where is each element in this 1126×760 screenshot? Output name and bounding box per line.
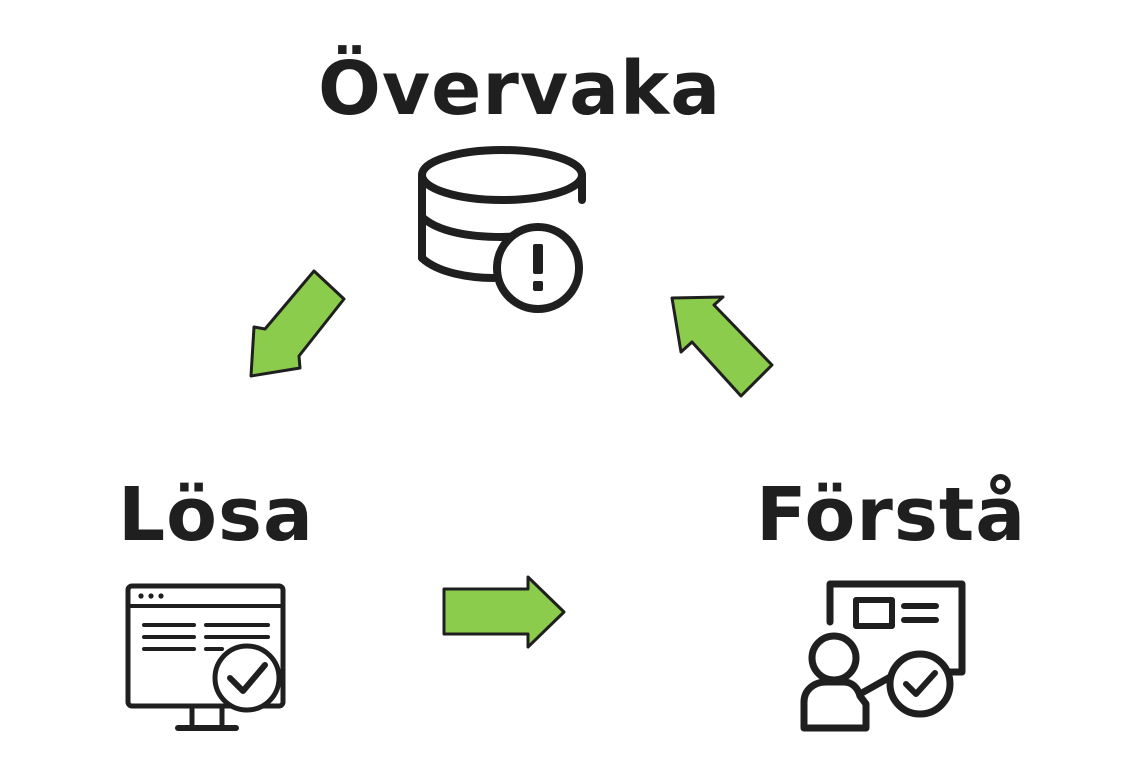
node-label-solve: Lösa xyxy=(118,472,314,558)
database-alert-icon xyxy=(418,146,586,313)
monitor-checkmark-icon xyxy=(125,583,286,731)
presenter-checkmark-icon xyxy=(800,580,966,732)
node-label-understand: Förstå xyxy=(756,472,1027,558)
node-label-monitor: Övervaka xyxy=(318,46,722,132)
